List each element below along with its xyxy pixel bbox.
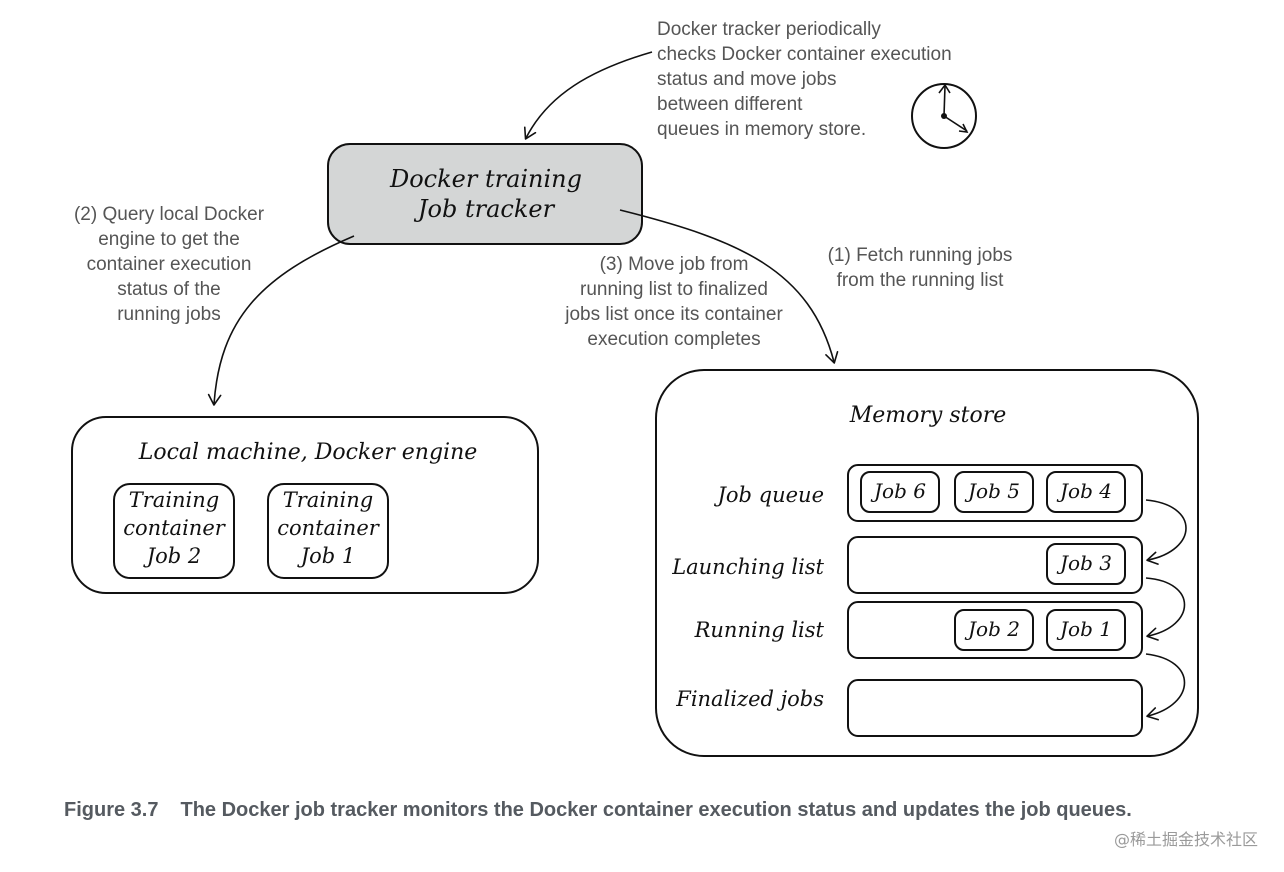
move-note-line: (3) Move job from (599, 254, 749, 275)
container-job-1-line-2: container (277, 516, 381, 540)
fetch-note-line: (1) Fetch running jobs (827, 245, 1013, 266)
clock-icon (911, 83, 977, 149)
memory-store-box (655, 369, 1199, 757)
query-note-line: container execution (86, 254, 252, 275)
job-chip-5 (954, 471, 1034, 513)
query-note: (2) Query local Docker engine to get the… (58, 202, 280, 327)
finalized-jobs-row (847, 679, 1143, 737)
tracker-label-line-1: Docker training (389, 165, 582, 193)
tracker-note-line: Docker tracker periodically (657, 19, 881, 40)
job-chip-4-label: Job 4 (1056, 479, 1112, 503)
query-note-line: (2) Query local Docker (73, 204, 265, 225)
watermark: @稀土掘金技术社区 (1113, 830, 1258, 849)
running-list-row (847, 601, 1143, 659)
move-note: (3) Move job from running list to finali… (548, 252, 800, 352)
job-chip-2-label: Job 2 (964, 617, 1020, 641)
job-chip-4 (1046, 471, 1126, 513)
row-label-launching-list: Launching list (671, 555, 824, 579)
container-box-job-1 (267, 483, 389, 579)
tracker-note-line: queues in memory store. (657, 119, 867, 140)
arrow-running-to-finalized (1145, 653, 1186, 721)
memory-store-title: Memory store (849, 403, 1007, 428)
job-chip-3-label: Job 3 (1056, 551, 1112, 575)
arrow-tracker-to-engine (207, 235, 355, 406)
docker-engine-box (71, 416, 539, 594)
fetch-note-line: from the running list (836, 270, 1004, 291)
tracker-note-line: between different (657, 94, 803, 115)
docker-engine-title: Local machine, Docker engine (138, 440, 478, 465)
tracker-box (327, 143, 643, 245)
row-label-finalized-jobs: Finalized jobs (675, 687, 824, 711)
container-job-2-line-2: container (123, 516, 227, 540)
move-note-line: jobs list once its container (565, 304, 783, 325)
launching-list-row (847, 536, 1143, 594)
query-note-line: status of the (117, 279, 221, 300)
container-box-job-2 (113, 483, 235, 579)
container-job-2-line-3: Job 2 (143, 544, 202, 568)
fetch-note: (1) Fetch running jobs from the running … (812, 243, 1028, 293)
container-job-1-line-1: Training (283, 488, 374, 512)
container-job-2-line-1: Training (129, 488, 220, 512)
move-note-line: execution completes (587, 329, 761, 350)
container-job-1-line-3: Job 1 (297, 544, 356, 568)
arrow-queue-to-launching (1145, 499, 1187, 565)
figure-caption: Figure 3.7 The Docker job tracker monitor… (64, 796, 1184, 824)
tracker-label-line-2: Job tracker (413, 195, 556, 223)
figure-caption-text: The Docker job tracker monitors the Dock… (180, 799, 1132, 821)
job-chip-6 (860, 471, 940, 513)
job-queue-row (847, 464, 1143, 522)
tracker-note-line: status and move jobs (657, 69, 837, 90)
arrow-tracker-to-memory (619, 209, 839, 364)
tracker-note: Docker tracker periodically checks Docke… (657, 17, 952, 142)
job-chip-2 (954, 609, 1034, 651)
job-chip-6-label: Job 6 (870, 479, 926, 503)
arrow-note-to-tracker (523, 51, 653, 140)
job-chip-1 (1046, 609, 1126, 651)
arrow-launching-to-running (1145, 577, 1186, 641)
move-note-line: running list to finalized (580, 279, 768, 300)
job-chip-1-label: Job 1 (1056, 617, 1112, 641)
figure-number: Figure 3.7 (64, 799, 159, 821)
job-chip-5-label: Job 5 (964, 479, 1020, 503)
query-note-line: engine to get the (98, 229, 240, 250)
job-chip-3 (1046, 543, 1126, 585)
query-note-line: running jobs (117, 304, 221, 325)
row-label-running-list: Running list (694, 618, 825, 642)
tracker-note-line: checks Docker container execution (657, 44, 952, 65)
row-label-job-queue: Job queue (713, 483, 824, 507)
